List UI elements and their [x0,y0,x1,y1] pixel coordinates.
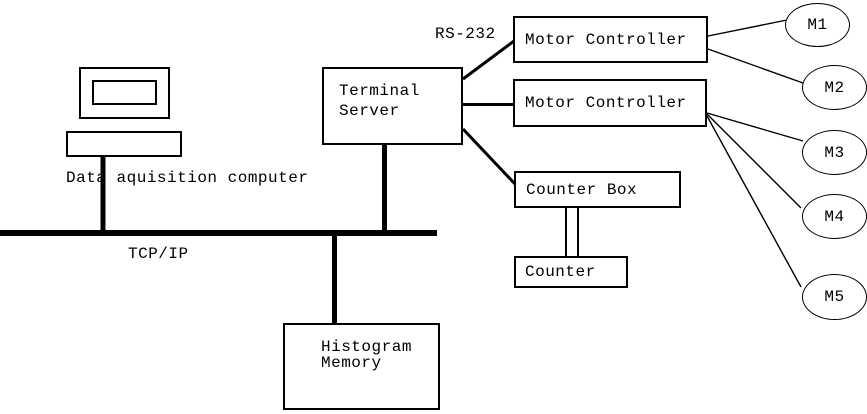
histogram-memory-label-line1: Histogram [321,338,412,356]
motor-controller-1-label: Motor Controller [525,30,687,49]
rs232-label: RS-232 [435,25,496,43]
link-counter-box [461,127,517,186]
histogram-memory-label-line2: Memory [321,354,382,372]
motor-m5-label: M5 [824,288,845,306]
computer-keyboard-icon [66,131,182,157]
terminal-server-label-line1: Terminal [339,82,420,100]
motor-node-m3: M3 [802,130,867,175]
motor-node-m2: M2 [802,65,867,110]
counter-node: Counter [514,256,628,288]
counter-label: Counter [525,263,596,281]
terminal-server-node: Terminal Server [322,67,463,145]
computer-caption: Data aquisition computer [66,169,309,187]
tcpip-label: TCP/IP [128,245,189,263]
link-m5 [706,115,802,288]
motor-controller-2-label: Motor Controller [525,94,687,112]
motor-controller-1-node: Motor Controller [513,16,708,63]
motor-m2-label: M2 [824,78,845,97]
computer-screen-icon [92,80,157,105]
motor-m1-label: M1 [807,16,828,34]
motor-node-m4: M4 [802,194,867,239]
terminal-server-label-line2: Server [339,102,400,120]
motor-controller-2-node: Motor Controller [513,79,707,127]
link-m4 [706,113,802,209]
link-m3 [706,112,804,142]
link-m1 [707,19,788,37]
link-m2 [707,48,804,84]
motor-m3-label: M3 [824,143,845,162]
rs232-link-motor-controller-1 [462,39,515,81]
histogram-memory-node: Histogram Memory [283,323,440,410]
motor-node-m5: M5 [802,274,867,320]
counter-box-node: Counter Box [514,171,681,208]
counter-box-label: Counter Box [526,180,638,199]
motor-node-m1: M1 [785,3,850,47]
motor-m4-label: M4 [824,207,845,226]
computer-monitor-icon [79,67,170,119]
